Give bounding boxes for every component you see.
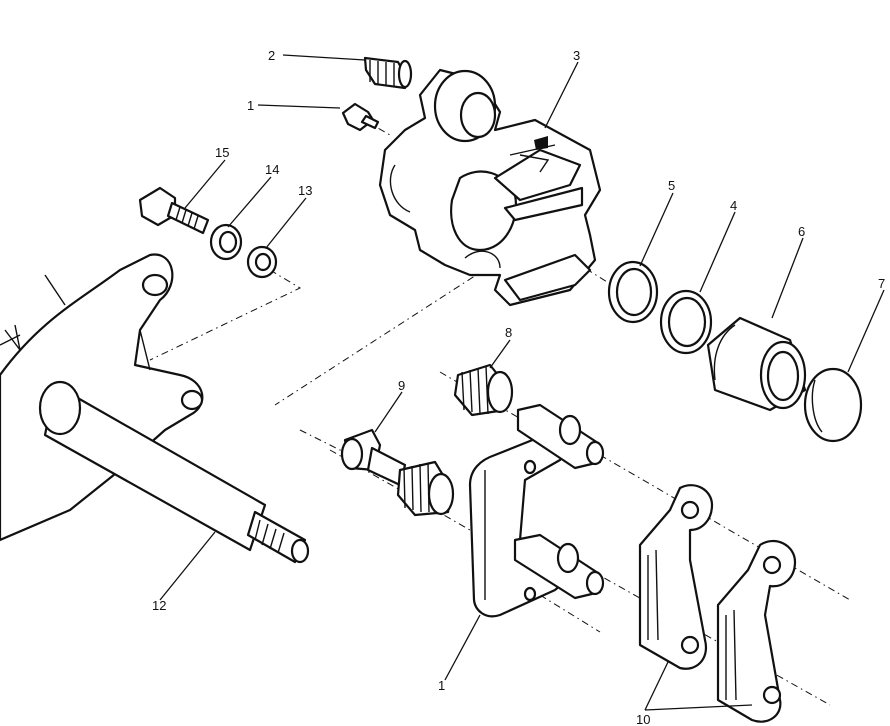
callout-3: 3: [573, 48, 580, 63]
mounting-bracket-arm: [0, 253, 204, 542]
callout-7: 7: [878, 276, 885, 291]
caliper-body-3: [378, 68, 602, 307]
bleeder-plug-2: [363, 56, 413, 90]
brake-pad-inner-10: [638, 484, 714, 670]
callout-13: 13: [298, 183, 312, 198]
callout-9: 9: [398, 378, 405, 393]
callout-8: 8: [505, 325, 512, 340]
callouts: 2 1 3 15 14 13 5 4 6 7 8 9 12 1 10: [152, 48, 885, 726]
callout-6: 6: [798, 224, 805, 239]
callout-1-top: 1: [247, 98, 254, 113]
caliper-bracket-1: [468, 403, 605, 618]
slide-pin-9: [340, 428, 455, 517]
dust-boot-7: [803, 367, 863, 443]
bolt-15: [138, 186, 210, 235]
callout-4: 4: [730, 198, 737, 213]
callout-14: 14: [265, 162, 279, 177]
seal-4: [659, 289, 713, 355]
callout-15: 15: [215, 145, 229, 160]
callout-10: 10: [636, 712, 650, 726]
callout-2: 2: [268, 48, 275, 63]
bleeder-valve-1: [341, 102, 380, 132]
callout-1-bottom: 1: [438, 678, 445, 693]
washer-14: [209, 223, 243, 261]
bushing-8: [453, 363, 514, 417]
callout-5: 5: [668, 178, 675, 193]
piston-6: [706, 316, 807, 412]
seal-5: [607, 260, 659, 324]
leader-lines: [159, 54, 885, 711]
callout-12: 12: [152, 598, 166, 613]
brake-pad-outer-10: [716, 539, 797, 723]
washer-13: [246, 245, 278, 279]
pivot-shaft: [38, 380, 310, 564]
